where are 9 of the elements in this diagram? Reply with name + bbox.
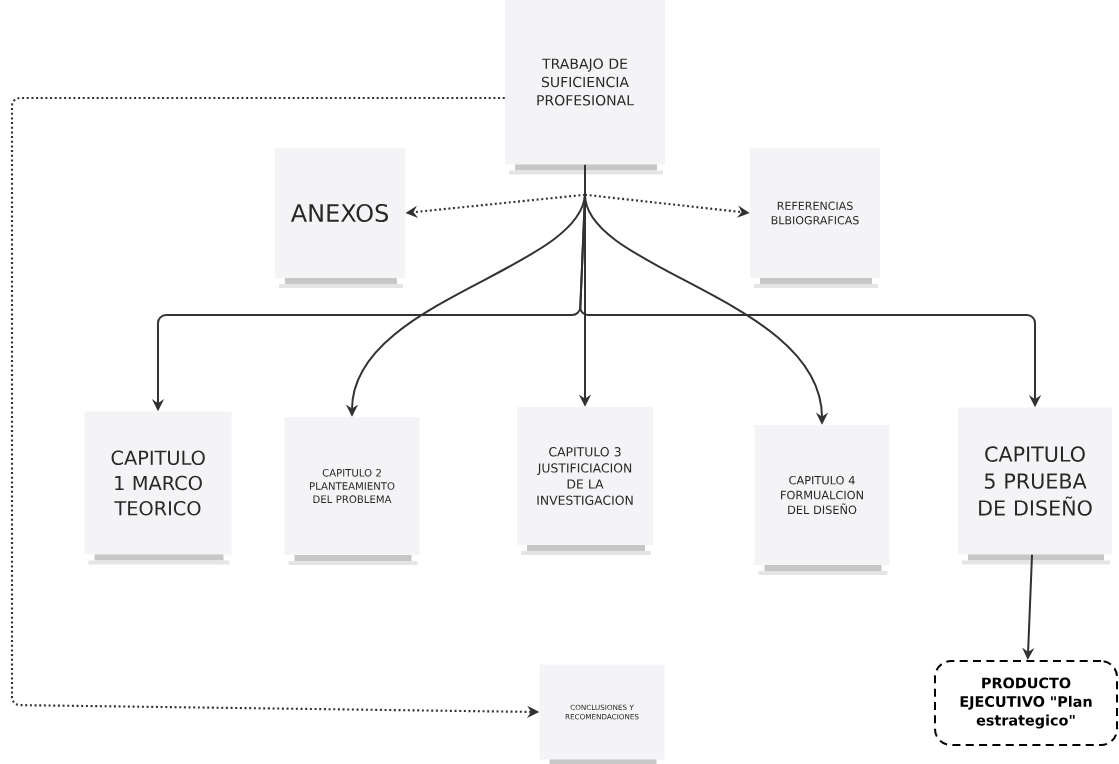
sticky-note: CAPITULO 4 FORMUALCION DEL DISEÑO — [754, 425, 890, 575]
dashed-box: PRODUCTO EJECUTIVO "Plan estrategico" — [934, 660, 1118, 746]
sticky-note: ANEXOS — [274, 148, 406, 288]
sticky-note: REFERENCIAS BLBIOGRAFICAS — [750, 148, 880, 288]
sticky-note: CAPITULO 1 MARCO TEORICO — [84, 411, 232, 565]
sticky-note: CAPITULO 2 PLANTEAMIENTO DEL PROBLEMA — [284, 417, 420, 565]
sticky-note: CAPITULO 3 JUSTIFICIACION DE LA INVESTIGACION — [517, 407, 653, 555]
sticky-note: CAPITULO 5 PRUEBA DE DISEÑO — [958, 407, 1112, 565]
sticky-note: TRABAJO DE SUFICIENCIA PROFESIONAL — [505, 0, 665, 175]
